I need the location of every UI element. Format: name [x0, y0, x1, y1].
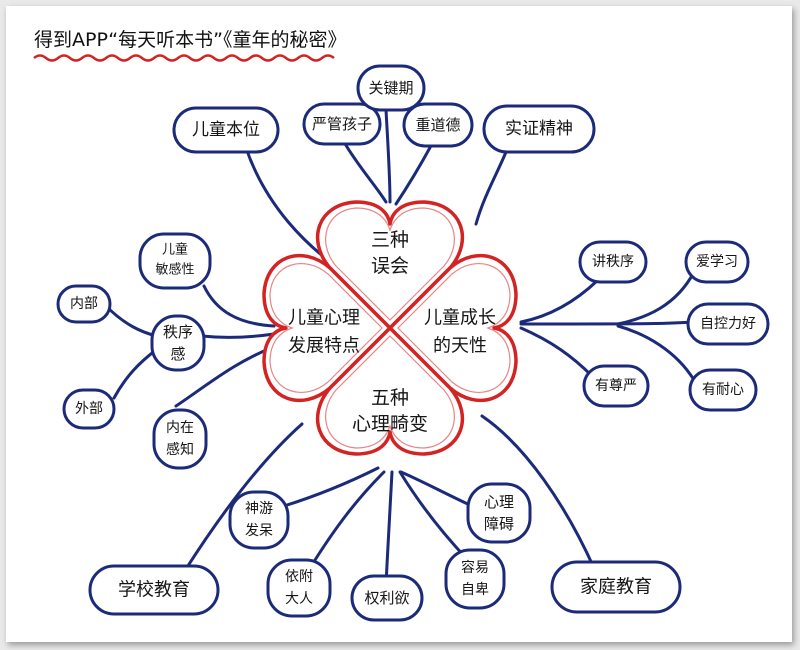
- node-critical-period: 关键期: [356, 64, 426, 112]
- node-self-control: 自控力好: [686, 302, 770, 346]
- svg-text:依附: 依附: [285, 569, 313, 585]
- center-right-line1: 儿童成长: [424, 308, 496, 329]
- svg-text:神游: 神游: [245, 501, 273, 517]
- svg-text:自卑: 自卑: [461, 581, 489, 598]
- link-external: [112, 348, 158, 400]
- link-possessiveness: [384, 470, 394, 586]
- link-order-sense: [200, 332, 276, 339]
- center-right-line2: 的天性: [433, 336, 487, 357]
- node-sensitivity: 儿童 敏感性: [138, 232, 212, 290]
- svg-text:学校教育: 学校教育: [118, 580, 190, 601]
- node-external: 外部: [62, 388, 116, 430]
- svg-text:有尊严: 有尊严: [595, 377, 637, 394]
- link-anxiety: [282, 466, 380, 508]
- link-teach-morals: [394, 142, 434, 206]
- node-dependence: 依附 大人: [266, 558, 332, 618]
- link-dignity: [519, 326, 594, 378]
- link-sensitivity: [202, 284, 276, 328]
- node-anxiety: 神游 发呆: [228, 490, 290, 550]
- center-top-line1: 三种: [371, 229, 409, 251]
- node-internal: 内部: [56, 284, 112, 324]
- svg-text:敏感性: 敏感性: [155, 262, 194, 278]
- petal-top: [315, 200, 465, 330]
- svg-text:权利欲: 权利欲: [364, 589, 409, 607]
- link-dependence: [308, 470, 386, 570]
- petal-right: [388, 253, 518, 403]
- center-bottom-line1: 五种: [371, 387, 409, 409]
- center-left-line1: 儿童心理: [288, 308, 360, 329]
- svg-text:有耐心: 有耐心: [702, 382, 744, 398]
- center-clover: 三种 误会 儿童心理 发展特点 儿童成长 的天性 五种 心理畸变: [262, 200, 518, 456]
- node-school-education: 学校教育: [88, 564, 220, 616]
- node-family-education: 家庭教育: [550, 560, 682, 614]
- center-left-line2: 发展特点: [288, 336, 360, 357]
- connector-lines: [104, 108, 696, 586]
- link-self-control: [519, 320, 694, 326]
- title-underline: [33, 54, 335, 62]
- node-likes-order: 讲秩序: [578, 240, 648, 284]
- node-strict-parenting: 严管孩子: [302, 102, 382, 146]
- svg-text:外部: 外部: [75, 401, 103, 417]
- svg-text:发呆: 发呆: [245, 523, 273, 539]
- svg-text:内部: 内部: [70, 296, 98, 312]
- link-love-learning: [616, 270, 696, 326]
- svg-text:关键期: 关键期: [368, 79, 413, 97]
- svg-text:心理: 心理: [484, 493, 514, 511]
- center-top-line2: 误会: [371, 255, 409, 277]
- svg-text:重道德: 重道德: [415, 116, 460, 134]
- link-empirical-spirit: [474, 150, 508, 226]
- link-internal: [104, 304, 158, 338]
- link-patience: [616, 324, 696, 382]
- node-child-centered: 儿童本位: [172, 106, 280, 154]
- svg-text:大人: 大人: [285, 591, 313, 607]
- page-title: 得到APP“每天听本书”《童年的秘密》: [34, 29, 346, 51]
- node-patience: 有耐心: [688, 368, 758, 412]
- mindmap-svg: 得到APP“每天听本书”《童年的秘密》: [33, 29, 770, 622]
- node-love-learning: 爱学习: [684, 240, 750, 284]
- svg-text:内在: 内在: [166, 420, 194, 436]
- link-critical-period: [384, 108, 392, 204]
- mindmap-canvas: 得到APP“每天听本书”《童年的秘密》: [6, 6, 792, 642]
- svg-text:实证精神: 实证精神: [505, 119, 573, 139]
- node-teach-morals: 重道德: [402, 102, 474, 148]
- svg-text:障碍: 障碍: [484, 515, 514, 533]
- link-psych-barrier: [399, 470, 474, 508]
- node-empirical-spirit: 实证精神: [482, 104, 596, 154]
- svg-text:感知: 感知: [166, 441, 194, 458]
- link-inferiority: [398, 470, 468, 560]
- link-family: [480, 414, 596, 570]
- svg-text:爱学习: 爱学习: [696, 254, 738, 270]
- svg-text:讲秩序: 讲秩序: [592, 254, 634, 270]
- svg-text:自控力好: 自控力好: [700, 316, 756, 332]
- svg-text:家庭教育: 家庭教育: [580, 577, 652, 598]
- node-inner-perception: 内在 感知: [152, 408, 208, 470]
- svg-text:严管孩子: 严管孩子: [312, 115, 372, 133]
- svg-text:容易: 容易: [461, 559, 489, 576]
- svg-text:秩序: 秩序: [163, 323, 193, 341]
- petal-left: [262, 253, 392, 403]
- node-dignity: 有尊严: [582, 364, 650, 408]
- svg-text:感: 感: [170, 345, 185, 363]
- node-order-sense: 秩序 感: [150, 314, 206, 372]
- link-likes-order: [519, 278, 600, 324]
- node-possessiveness: 权利欲: [350, 574, 424, 622]
- link-strict-parenting: [342, 140, 388, 204]
- node-psych-barrier: 心理 障碍: [466, 482, 532, 544]
- svg-text:儿童本位: 儿童本位: [192, 120, 260, 140]
- link-school: [182, 422, 304, 574]
- petal-bottom: [315, 326, 465, 456]
- node-inferiority: 容易 自卑: [444, 548, 506, 610]
- svg-text:儿童: 儿童: [162, 242, 188, 258]
- center-bottom-line2: 心理畸变: [352, 413, 428, 435]
